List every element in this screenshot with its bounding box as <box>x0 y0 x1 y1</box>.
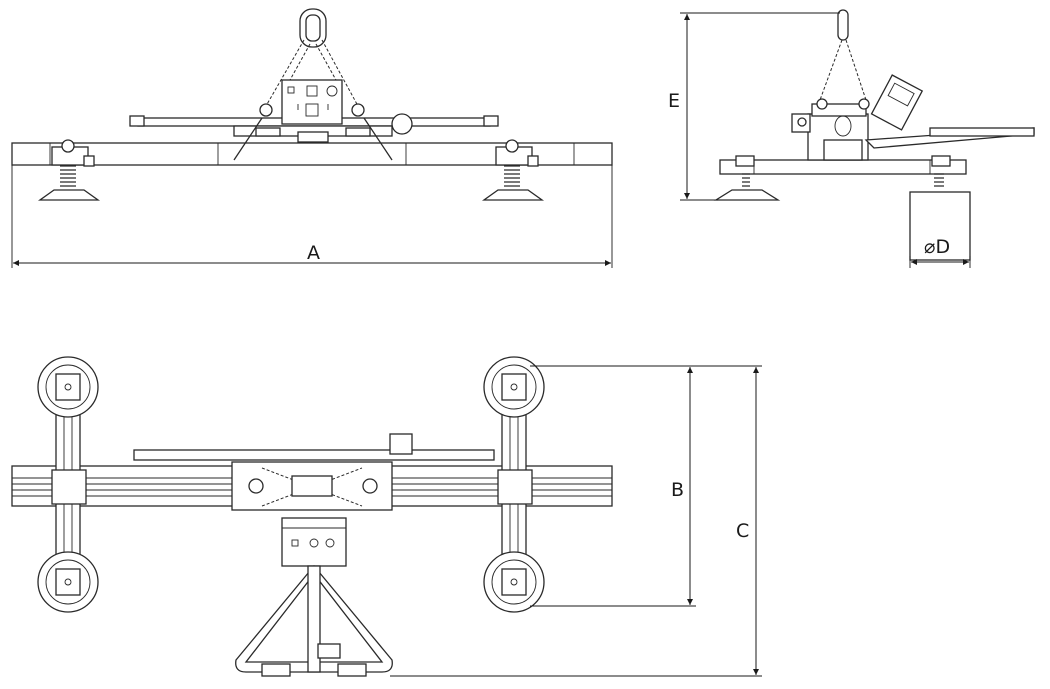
side-suction-cup-outline <box>909 191 971 261</box>
dimension-label-d: ⌀D <box>924 236 950 258</box>
top-cup-top-right <box>483 356 545 418</box>
front-control-box <box>281 79 343 125</box>
front-view: A <box>11 8 613 268</box>
top-cup-bottom-right <box>483 551 545 613</box>
top-cup-bottom-left <box>37 551 99 613</box>
front-left-suction-cup <box>37 139 101 201</box>
side-remote-box <box>870 74 924 131</box>
front-right-suction-cup <box>481 139 545 201</box>
dimension-label-e: E <box>668 90 680 112</box>
top-view: B C <box>11 356 762 677</box>
side-main-beam <box>719 159 967 175</box>
top-control-box <box>281 517 347 567</box>
front-main-beam <box>11 142 613 166</box>
dimension-label-c: C <box>736 520 749 542</box>
dimension-label-a: A <box>307 242 320 264</box>
top-cup-top-left <box>37 356 99 418</box>
dimension-label-b: B <box>671 479 684 501</box>
side-view: E ⌀D <box>668 9 1035 268</box>
